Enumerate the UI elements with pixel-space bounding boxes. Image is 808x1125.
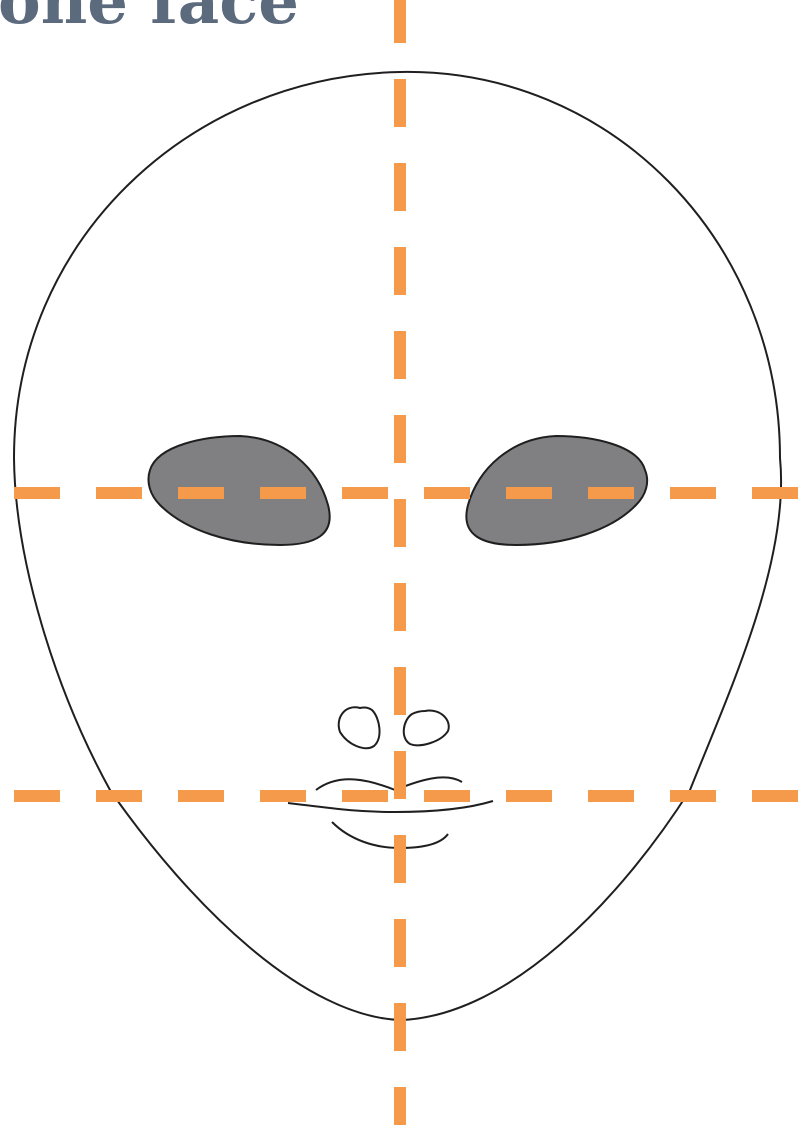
page-title: one face	[0, 0, 299, 34]
lower-lip	[332, 822, 448, 848]
upper-lip	[316, 777, 462, 790]
left-nostril	[339, 707, 380, 748]
right-nostril	[404, 711, 449, 746]
mouth-line	[288, 801, 493, 812]
